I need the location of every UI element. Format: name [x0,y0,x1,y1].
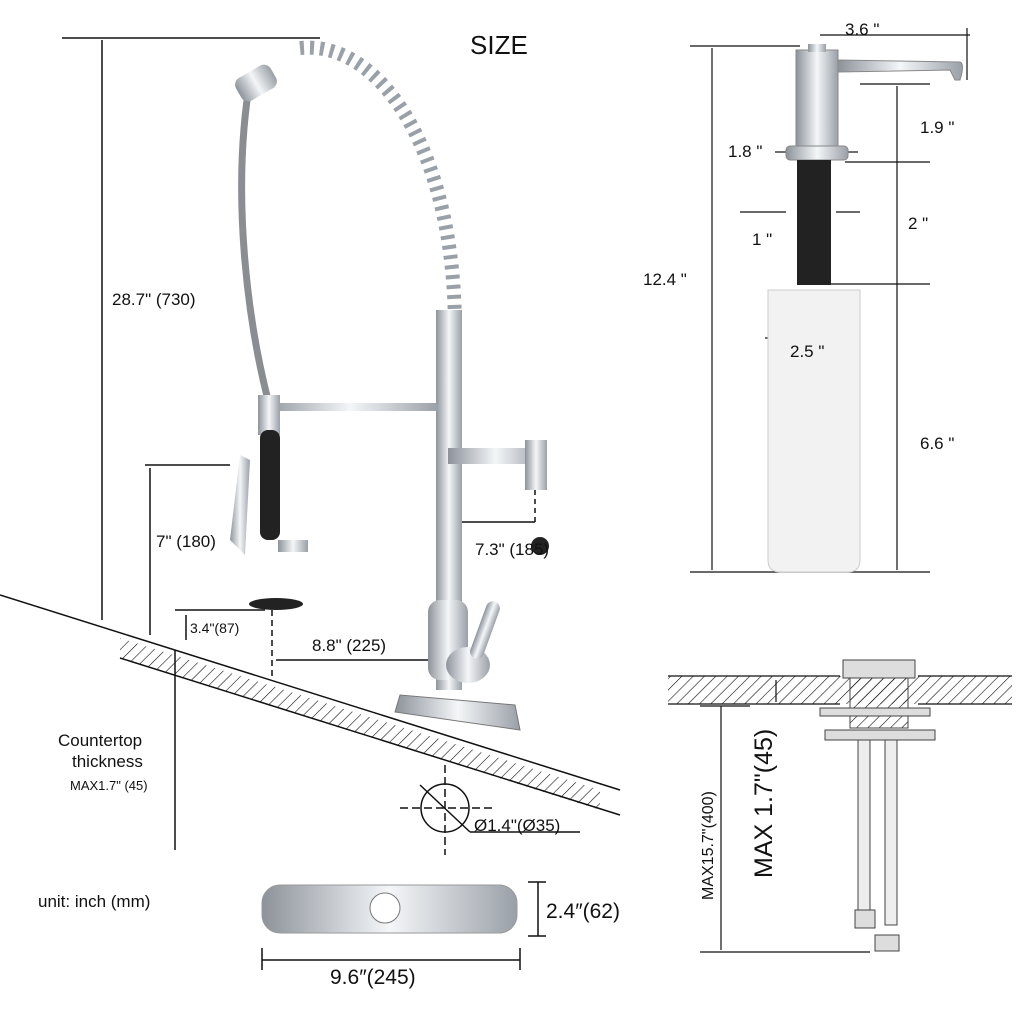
max-thickness-label: MAX 1.7"(45) [750,728,778,878]
title: SIZE [470,30,528,60]
countertop-max-label: MAX1.7" (45) [70,778,148,793]
countertop-section [0,594,621,816]
plate-width-label: 9.6″(245) [330,966,416,989]
faucet-height-label: 28.7" (730) [112,290,196,309]
shank-diameter-label: 1 " [752,230,773,249]
max-hose-label: MAX15.7"(400) [700,791,717,900]
unit-label: unit: inch (mm) [38,892,151,911]
head-width-label: 3.6 " [845,20,880,39]
sprayer-base-label: 3.4"(87) [190,620,240,636]
plate-height-label: 2.4″(62) [546,900,620,923]
spout-reach-label: 7.3" (185) [475,540,550,559]
bottle-height-label: 6.6 " [920,434,955,453]
countertop-label-2: thickness [72,752,143,771]
bottle-width-label: 2.5 " [790,342,825,361]
hole-diameter-label: Ø1.4"(Ø35) [474,816,561,835]
reach-label: 8.8" (225) [312,636,387,655]
soap-dispenser-illustration [767,44,963,573]
sprayer-height-label: 7" (180) [156,532,216,551]
head-height-label: 1.9 " [920,118,955,137]
hole-symbol [400,765,580,855]
shank-length-label: 2 " [908,214,929,233]
flange-width-label: 1.8 " [728,142,763,161]
faucet-illustration [230,40,549,934]
mounting-hardware-illustration [819,659,936,952]
total-height-label: 12.4 " [643,270,687,289]
countertop-label: Countertop [58,731,143,750]
